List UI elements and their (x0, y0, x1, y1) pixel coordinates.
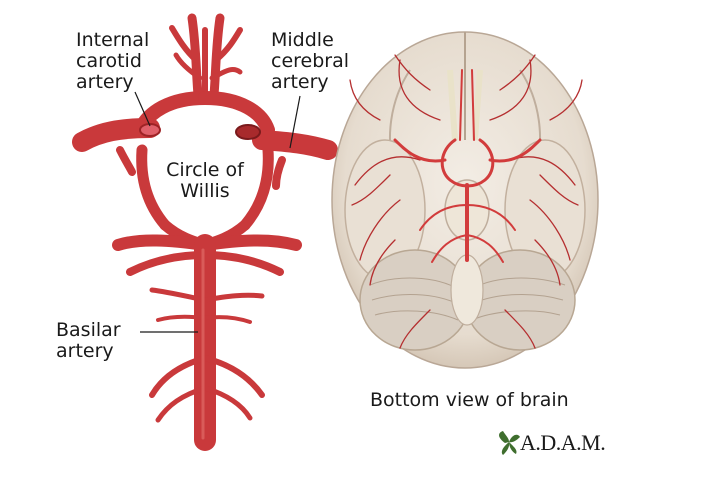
brain-bottom-view (331, 31, 599, 369)
carotid-and-middle-cerebral (72, 118, 338, 190)
anterior-cerebral-arteries (169, 13, 243, 103)
label-basilar-artery: Basilar artery (56, 319, 121, 362)
leader-middle-cerebral (289, 95, 301, 149)
label-middle-cerebral-artery: Middle cerebral artery (271, 29, 350, 93)
label-internal-carotid-artery: Internal carotid artery (76, 29, 150, 93)
leader-internal-carotid (134, 91, 151, 127)
circle-of-willis-diagram (72, 13, 338, 451)
caption-bottom-view: Bottom view of brain (370, 389, 569, 411)
basilar-artery-trunk (149, 234, 265, 451)
leader-lines (134, 91, 301, 333)
adam-logo: A.D.A.M. (520, 430, 606, 455)
label-circle-of-willis: Circle of Willis (166, 159, 244, 202)
